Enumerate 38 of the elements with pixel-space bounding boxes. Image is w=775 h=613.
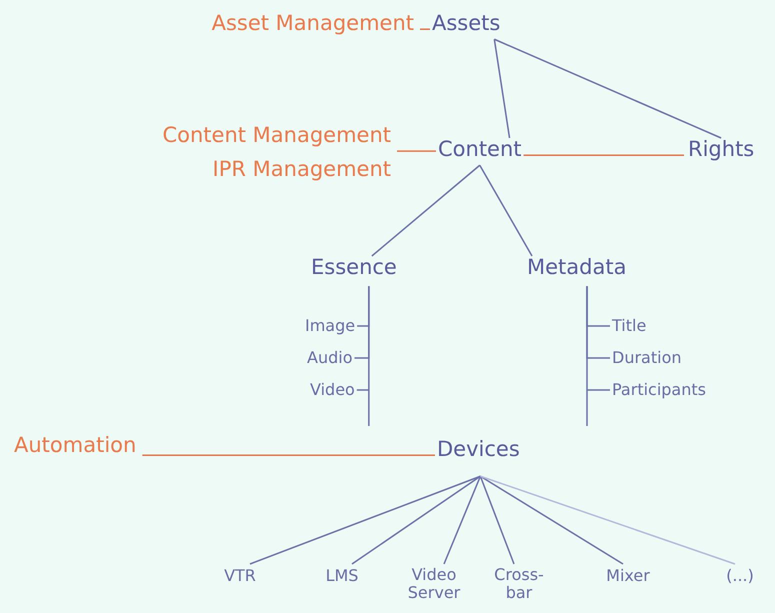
item-label: LMS	[326, 566, 358, 586]
connector-line	[479, 164, 533, 256]
connector-line	[524, 154, 684, 156]
role-label: Automation	[14, 432, 136, 458]
item-label: Participants	[612, 380, 706, 400]
item-label: Cross- bar	[493, 566, 545, 603]
connector-line	[480, 476, 624, 565]
tree-node-label: Assets	[432, 10, 500, 36]
connector-line	[480, 476, 515, 564]
item-label: Video	[310, 380, 355, 400]
connector-line	[494, 39, 510, 138]
connector-line	[250, 476, 481, 565]
connector-line	[586, 286, 611, 427]
role-label: Content Management	[162, 122, 391, 149]
connector-line	[443, 476, 482, 564]
connector-line	[371, 164, 480, 257]
item-label: Image	[305, 316, 356, 336]
connector-line	[480, 476, 736, 565]
connector-line	[494, 38, 722, 139]
item-label: Audio	[307, 348, 352, 368]
tree-node-label: Rights	[688, 136, 754, 162]
item-label: Title	[612, 316, 646, 336]
connector-line	[420, 28, 430, 30]
tree-node-label: Essence	[311, 254, 397, 280]
connector-line	[142, 454, 435, 456]
item-label: VTR	[224, 566, 256, 586]
connector-line	[397, 150, 436, 152]
tree-node-label: Metadata	[527, 254, 626, 280]
connector-line	[352, 476, 481, 565]
item-label: Duration	[612, 348, 682, 368]
tree-node-label: Devices	[437, 436, 520, 462]
item-label: (...)	[726, 566, 754, 586]
tree-node-label: Content	[438, 136, 522, 162]
connector-line	[356, 286, 370, 427]
item-label: Mixer	[606, 566, 650, 586]
item-label: Video Server	[404, 566, 464, 603]
role-label: IPR Management	[212, 156, 391, 183]
role-label: Asset Management	[212, 10, 414, 36]
